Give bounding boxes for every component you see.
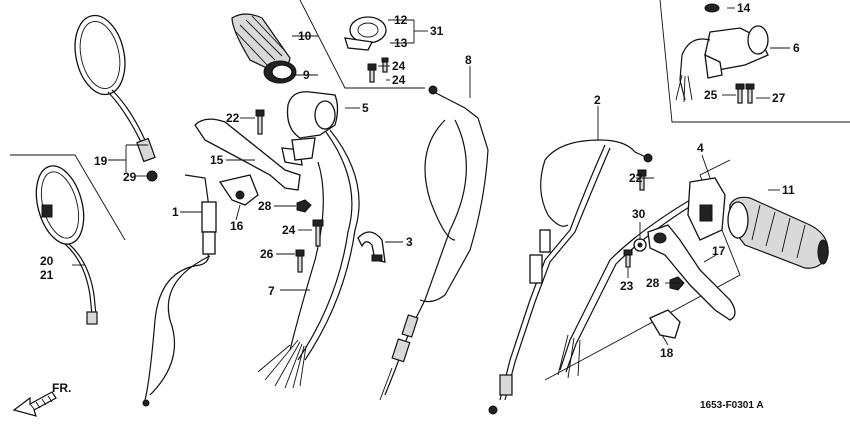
front-direction-indicator: FR.	[12, 381, 71, 417]
label-part-18: 18	[660, 346, 674, 360]
label-part-16: 16	[230, 219, 244, 233]
left-switch-housing	[286, 91, 339, 161]
left-mirror-upper	[74, 14, 158, 182]
label-part-24-lower: 24	[392, 73, 406, 87]
cable-clamp	[357, 231, 386, 263]
label-part-10: 10	[298, 29, 312, 43]
front-direction-label: FR.	[52, 381, 71, 395]
label-part-26: 26	[260, 247, 274, 261]
right-switch-housing	[687, 177, 726, 241]
label-part-20: 20	[40, 254, 54, 268]
brake-lever-right	[647, 224, 736, 321]
label-part-28-right: 28	[646, 276, 660, 290]
label-part-24-upper: 24	[392, 59, 406, 73]
label-part-1: 1	[172, 205, 179, 219]
label-part-29: 29	[123, 170, 137, 184]
label-part-31: 31	[430, 24, 444, 38]
throttle-cable	[142, 174, 217, 407]
clutch-cable	[488, 139, 653, 415]
label-part-4: 4	[697, 141, 704, 155]
label-part-28-left: 28	[258, 199, 272, 213]
label-part-9: 9	[303, 68, 310, 82]
label-part-11: 11	[782, 183, 795, 197]
label-part-17: 17	[712, 244, 726, 258]
label-part-30: 30	[632, 207, 646, 221]
label-part-7: 7	[268, 284, 275, 298]
label-part-22-right: 22	[629, 171, 643, 185]
label-part-15: 15	[210, 153, 224, 167]
part-labels: 19 29 20 21 1 22 15 16 28 24 26 7 10 9 5…	[40, 1, 800, 360]
label-part-22-left: 22	[226, 111, 240, 125]
leader-lines	[72, 7, 790, 346]
right-grip	[727, 196, 829, 269]
label-part-8: 8	[465, 53, 472, 67]
front-arrow-icon	[12, 391, 57, 417]
holder-part	[218, 174, 259, 206]
label-part-6: 6	[793, 41, 800, 55]
label-part-14: 14	[737, 1, 751, 15]
label-part-25: 25	[704, 88, 718, 102]
right-switch-assembly	[675, 3, 769, 104]
label-part-3: 3	[406, 235, 413, 249]
choke-cable	[379, 85, 489, 401]
label-part-21: 21	[40, 268, 54, 282]
label-part-27: 27	[772, 91, 786, 105]
label-part-12: 12	[394, 13, 408, 27]
throttle-grip	[231, 13, 297, 84]
switch-wiring-harness	[257, 129, 360, 389]
label-part-13: 13	[394, 36, 408, 50]
label-part-19: 19	[94, 154, 108, 168]
label-part-2: 2	[594, 93, 601, 107]
label-part-24-mid: 24	[282, 223, 296, 237]
label-part-23: 23	[620, 279, 634, 293]
diagram-reference-code: 1653-F0301 A	[700, 400, 764, 411]
switch-ring-set	[344, 16, 387, 51]
screws-center	[255, 57, 389, 273]
label-part-5: 5	[362, 101, 369, 115]
left-mirror-lower	[35, 165, 98, 325]
